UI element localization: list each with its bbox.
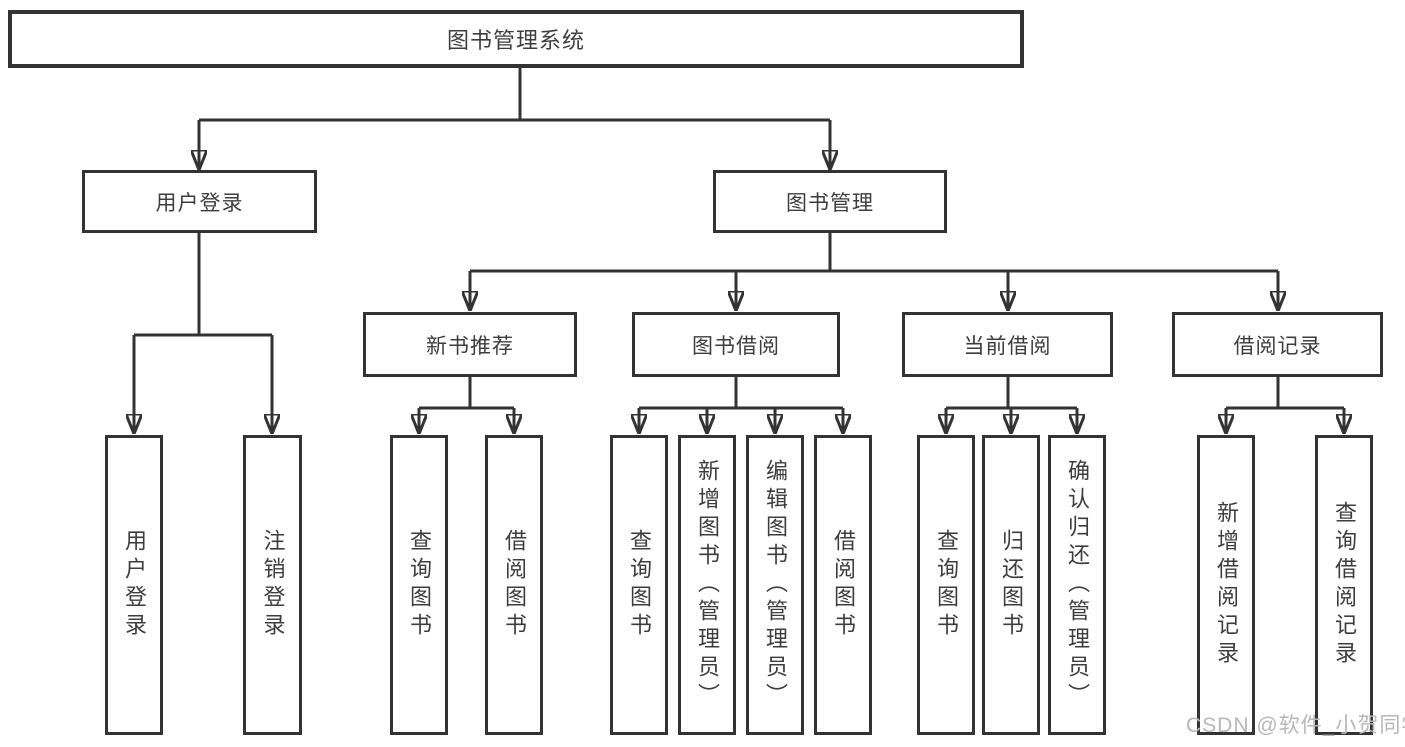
leaf-current-confirm-return-admin: 确认归还（管理员） bbox=[1048, 435, 1106, 735]
leaf-recommend-borrow-book: 借阅图书 bbox=[485, 435, 543, 735]
leaf-label: 新增图书（管理员） bbox=[695, 459, 720, 711]
leaf-recommend-query-book: 查询图书 bbox=[390, 435, 448, 735]
leaf-label: 查询图书 bbox=[934, 529, 959, 641]
node-borrow-record: 借阅记录 bbox=[1172, 312, 1383, 377]
connector-new-book-recommend-group bbox=[419, 377, 514, 434]
connector-borrow-record-group bbox=[1226, 377, 1344, 434]
leaf-user-login: 用户登录 bbox=[105, 435, 163, 735]
leaf-label: 归还图书 bbox=[999, 529, 1024, 641]
leaf-borrow-query-book: 查询图书 bbox=[610, 435, 668, 735]
node-current-borrow: 当前借阅 bbox=[902, 312, 1113, 377]
leaf-label: 确认归还（管理员） bbox=[1065, 459, 1090, 711]
connector-root-to-level1 bbox=[199, 67, 830, 170]
leaf-label: 编辑图书（管理员） bbox=[763, 459, 788, 711]
leaf-current-query-book: 查询图书 bbox=[917, 435, 975, 735]
connector-book-borrow-group bbox=[639, 377, 843, 434]
leaf-label: 借阅图书 bbox=[502, 529, 527, 641]
connector-current-borrow-group bbox=[946, 377, 1077, 434]
leaf-label: 注销登录 bbox=[260, 529, 286, 641]
leaf-label: 借阅图书 bbox=[831, 529, 856, 641]
node-label: 图书借阅 bbox=[692, 334, 780, 358]
csdn-watermark: CSDN @软件_小贺同学 bbox=[1186, 714, 1405, 737]
node-user-login: 用户登录 bbox=[82, 170, 317, 233]
node-label: 当前借阅 bbox=[963, 334, 1052, 358]
leaf-label: 新增借阅记录 bbox=[1214, 501, 1239, 669]
leaf-label: 查询借阅记录 bbox=[1332, 501, 1357, 669]
leaf-label: 用户登录 bbox=[122, 529, 147, 641]
leaf-borrow-edit-book-admin: 编辑图书（管理员） bbox=[746, 435, 804, 735]
node-book-management: 图书管理 bbox=[713, 170, 947, 233]
leaf-current-return-book: 归还图书 bbox=[982, 435, 1040, 735]
node-new-book-recommend: 新书推荐 bbox=[363, 312, 577, 377]
leaf-record-query: 查询借阅记录 bbox=[1315, 435, 1373, 735]
leaf-logout: 注销登录 bbox=[243, 435, 302, 735]
node-label: 新书推荐 bbox=[426, 334, 514, 358]
leaf-borrow-borrow-book: 借阅图书 bbox=[814, 435, 872, 735]
connector-book-management-group bbox=[470, 233, 1278, 311]
connector-user-login-group bbox=[134, 233, 272, 434]
leaf-label: 查询图书 bbox=[407, 529, 432, 641]
node-label: 用户登录 bbox=[155, 191, 244, 215]
leaf-label: 查询图书 bbox=[627, 529, 652, 641]
node-label: 借阅记录 bbox=[1233, 334, 1322, 358]
node-library-management-system: 图书管理系统 bbox=[8, 10, 1024, 68]
leaf-record-add: 新增借阅记录 bbox=[1197, 435, 1255, 735]
leaf-borrow-add-book-admin: 新增图书（管理员） bbox=[678, 435, 736, 735]
node-book-borrow: 图书借阅 bbox=[632, 312, 840, 377]
node-label: 图书管理 bbox=[786, 191, 874, 215]
node-label: 图书管理系统 bbox=[446, 28, 585, 53]
